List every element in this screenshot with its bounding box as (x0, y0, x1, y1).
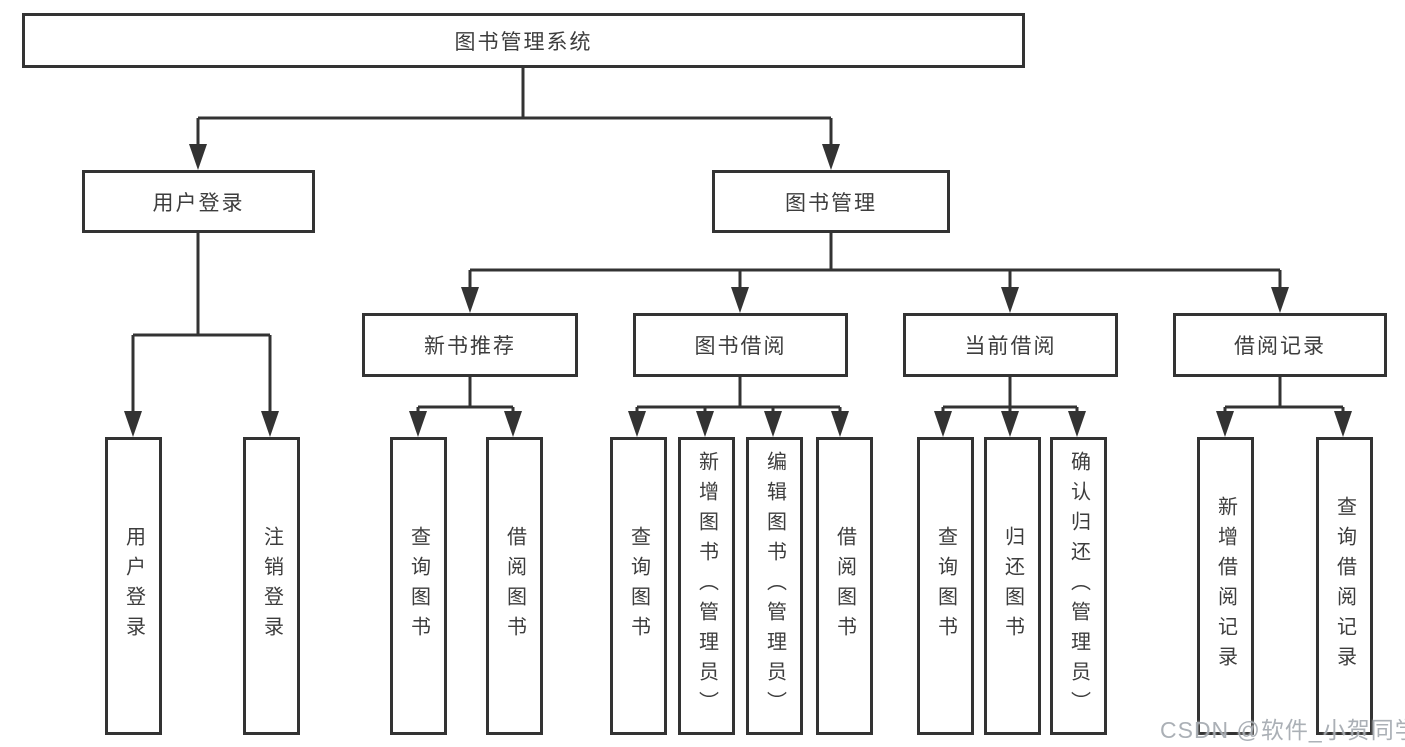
node-book-borrow: 图书借阅 (633, 313, 848, 377)
leaf-edit-book-admin-label: 编辑图书（管理员） (763, 451, 786, 721)
connector-book-borrow-to-leaves (635, 377, 842, 419)
connector-new-book-to-leaves (416, 377, 515, 419)
leaf-confirm-return-admin: 确认归还（管理员） (1050, 437, 1107, 735)
connector-root-to-level2 (196, 68, 833, 150)
connector-borrow-records-to-leaves (1223, 377, 1345, 419)
node-new-book-recommend: 新书推荐 (362, 313, 578, 377)
leaf-query-books-borrow-label: 查询图书 (627, 526, 650, 646)
leaf-confirm-return-admin-label: 确认归还（管理员） (1067, 451, 1090, 721)
leaf-add-book-admin: 新增图书（管理员） (678, 437, 735, 735)
arrow-down-icon (764, 411, 782, 437)
leaf-edit-book-admin: 编辑图书（管理员） (746, 437, 803, 735)
leaf-query-books-current-label: 查询图书 (934, 526, 957, 646)
arrow-down-icon (696, 411, 714, 437)
leaf-query-books-recommend: 查询图书 (390, 437, 447, 735)
node-user-login-label: 用户登录 (152, 191, 245, 215)
leaf-query-borrow-record-label: 查询借阅记录 (1333, 496, 1356, 676)
connector-book-mgmt-to-level3 (468, 233, 1282, 293)
leaf-user-login-label: 用户登录 (122, 526, 145, 646)
node-borrow-records-label: 借阅记录 (1234, 335, 1326, 358)
arrow-down-icon (731, 287, 749, 313)
node-borrow-records: 借阅记录 (1173, 313, 1387, 377)
arrow-down-icon (189, 144, 207, 170)
leaf-logout: 注销登录 (243, 437, 300, 735)
arrow-down-icon (1001, 287, 1019, 313)
node-current-borrow: 当前借阅 (903, 313, 1118, 377)
csdn-watermark: CSDN @软件_小贺同学 (1160, 717, 1405, 743)
node-book-management-label: 图书管理 (785, 191, 877, 215)
arrow-down-icon (1001, 411, 1019, 437)
leaf-query-books-recommend-label: 查询图书 (407, 526, 430, 646)
arrow-down-icon (1068, 411, 1086, 437)
node-book-borrow-label: 图书借阅 (694, 335, 787, 358)
arrow-down-icon (1216, 411, 1234, 437)
leaf-return-books-label: 归还图书 (1001, 526, 1024, 646)
arrow-down-icon (504, 411, 522, 437)
leaf-query-books-borrow: 查询图书 (610, 437, 667, 735)
node-root-label: 图书管理系统 (454, 30, 593, 54)
arrow-down-icon (628, 411, 646, 437)
arrow-down-icon (461, 287, 479, 313)
arrow-down-icon (1334, 411, 1352, 437)
arrow-down-icon (934, 411, 952, 437)
node-root: 图书管理系统 (22, 13, 1025, 68)
leaf-add-borrow-record: 新增借阅记录 (1197, 437, 1254, 735)
leaf-borrow-books-recommend-label: 借阅图书 (503, 526, 526, 646)
leaf-borrow-books-borrow-label: 借阅图书 (833, 526, 856, 646)
arrow-down-icon (124, 411, 142, 437)
leaf-return-books: 归还图书 (984, 437, 1041, 735)
arrow-down-icon (409, 411, 427, 437)
node-new-book-recommend-label: 新书推荐 (424, 335, 516, 358)
leaf-query-borrow-record: 查询借阅记录 (1316, 437, 1373, 735)
arrow-down-icon (831, 411, 849, 437)
leaf-query-books-current: 查询图书 (917, 437, 974, 735)
leaf-borrow-books-borrow: 借阅图书 (816, 437, 873, 735)
leaf-logout-label: 注销登录 (260, 526, 283, 646)
node-book-management: 图书管理 (712, 170, 950, 233)
arrow-down-icon (822, 144, 840, 170)
leaf-user-login: 用户登录 (105, 437, 162, 735)
leaf-borrow-books-recommend: 借阅图书 (486, 437, 543, 735)
leaf-add-borrow-record-label: 新增借阅记录 (1214, 496, 1237, 676)
connector-user-login-to-leaves (131, 233, 272, 417)
arrow-down-icon (1271, 287, 1289, 313)
arrow-down-icon (261, 411, 279, 437)
node-user-login: 用户登录 (82, 170, 315, 233)
arrowheads (124, 144, 1352, 437)
leaf-add-book-admin-label: 新增图书（管理员） (695, 451, 718, 721)
node-current-borrow-label: 当前借阅 (964, 335, 1057, 358)
